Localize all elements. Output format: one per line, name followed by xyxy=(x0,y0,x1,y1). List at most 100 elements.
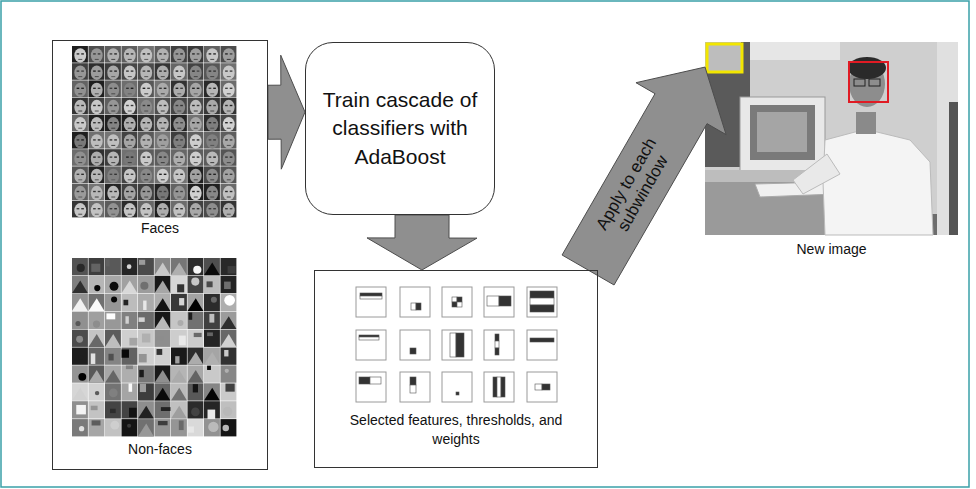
face-thumbnail xyxy=(105,46,121,63)
non-face-thumbnail xyxy=(122,276,138,293)
non-face-thumbnail xyxy=(171,294,187,311)
face-thumbnail xyxy=(155,98,171,115)
face-thumbnail xyxy=(204,149,220,166)
non-face-thumbnail xyxy=(122,294,138,311)
non-face-thumbnail xyxy=(155,276,171,293)
haar-feature-icon xyxy=(484,372,514,402)
non-face-thumbnail xyxy=(155,330,171,347)
non-face-thumbnail xyxy=(89,365,105,382)
image-caption: New image xyxy=(705,241,958,257)
photo-screen-content xyxy=(757,112,807,152)
face-thumbnail xyxy=(122,184,138,201)
face-thumbnail xyxy=(72,149,88,166)
face-thumbnail xyxy=(122,149,138,166)
face-thumbnail xyxy=(204,115,220,132)
face-thumbnail xyxy=(89,46,105,63)
face-thumbnail xyxy=(72,132,88,149)
face-thumbnail xyxy=(221,63,237,80)
face-thumbnail xyxy=(72,63,88,80)
photo-window xyxy=(705,42,741,72)
non-face-thumbnail xyxy=(204,383,220,400)
non-face-thumbnail xyxy=(72,294,88,311)
non-face-thumbnail xyxy=(204,258,220,275)
face-thumbnail xyxy=(221,132,237,149)
non-face-thumbnail xyxy=(221,383,237,400)
non-face-thumbnail xyxy=(105,276,121,293)
block-arrow xyxy=(268,55,305,169)
face-thumbnail xyxy=(204,46,220,63)
photo-glasses xyxy=(854,79,865,86)
non-face-thumbnail xyxy=(72,258,88,275)
non-face-thumbnail xyxy=(105,383,121,400)
non-face-thumbnail xyxy=(204,365,220,382)
non-face-thumbnail xyxy=(171,401,187,418)
non-face-thumbnail xyxy=(138,330,154,347)
features-box: Selected features, thresholds, and weigh… xyxy=(314,270,598,468)
photo-shirt xyxy=(823,132,933,235)
non-face-thumbnail xyxy=(204,276,220,293)
non-face-thumbnail xyxy=(122,401,138,418)
face-thumbnail xyxy=(155,132,171,149)
face-thumbnail xyxy=(204,166,220,183)
face-thumbnail xyxy=(138,80,154,97)
non-face-thumbnail xyxy=(89,258,105,275)
non-face-thumbnail xyxy=(122,330,138,347)
face-thumbnail xyxy=(221,201,237,218)
face-thumbnail xyxy=(138,132,154,149)
face-thumbnail xyxy=(122,132,138,149)
non-face-thumbnail xyxy=(89,348,105,365)
non-face-thumbnail xyxy=(221,419,237,436)
face-thumbnail xyxy=(171,63,187,80)
non-face-thumbnail xyxy=(122,383,138,400)
face-thumbnail xyxy=(171,115,187,132)
face-thumbnail xyxy=(188,63,204,80)
face-thumbnail xyxy=(72,115,88,132)
non-face-thumbnail xyxy=(221,348,237,365)
face-thumbnail xyxy=(171,132,187,149)
non-face-thumbnail xyxy=(138,258,154,275)
face-thumbnail xyxy=(105,63,121,80)
non-face-thumbnail xyxy=(105,348,121,365)
face-thumbnail xyxy=(105,149,121,166)
non-face-thumbnail xyxy=(138,294,154,311)
face-thumbnail xyxy=(188,201,204,218)
non-face-thumbnail xyxy=(221,401,237,418)
process-box: Train cascade of classifiers with AdaBoo… xyxy=(305,42,495,215)
non-face-thumbnail xyxy=(221,294,237,311)
face-thumbnail xyxy=(155,80,171,97)
non-face-thumbnail xyxy=(72,383,88,400)
face-thumbnail xyxy=(155,184,171,201)
face-thumbnail xyxy=(171,80,187,97)
non-face-thumbnail xyxy=(188,312,204,329)
face-thumbnail xyxy=(171,98,187,115)
face-thumbnail xyxy=(89,98,105,115)
non-face-thumbnail xyxy=(122,348,138,365)
face-thumbnail xyxy=(204,98,220,115)
non-face-thumbnail xyxy=(188,294,204,311)
face-thumbnail xyxy=(138,115,154,132)
face-thumbnail xyxy=(105,166,121,183)
face-thumbnail xyxy=(221,115,237,132)
photo-wall xyxy=(705,42,958,235)
face-thumbnail xyxy=(155,166,171,183)
face-thumbnail xyxy=(188,132,204,149)
non-face-thumbnail xyxy=(155,383,171,400)
non-face-thumbnail xyxy=(171,276,187,293)
non-face-thumbnail xyxy=(122,419,138,436)
face-thumbnail xyxy=(105,98,121,115)
photo-screen xyxy=(750,105,815,160)
non-face-thumbnail xyxy=(72,312,88,329)
face-thumbnail xyxy=(171,184,187,201)
non-face-thumbnail xyxy=(89,294,105,311)
face-thumbnail xyxy=(72,184,88,201)
non-face-thumbnail xyxy=(188,383,204,400)
photo-monitor xyxy=(740,97,825,175)
block-arrow xyxy=(367,215,477,270)
non-face-thumbnail xyxy=(72,401,88,418)
face-thumbnail xyxy=(72,166,88,183)
non-face-samples xyxy=(72,258,236,436)
non-face-thumbnail xyxy=(89,276,105,293)
face-thumbnail xyxy=(155,46,171,63)
non-face-thumbnail xyxy=(155,365,171,382)
photo-neck xyxy=(856,112,876,134)
